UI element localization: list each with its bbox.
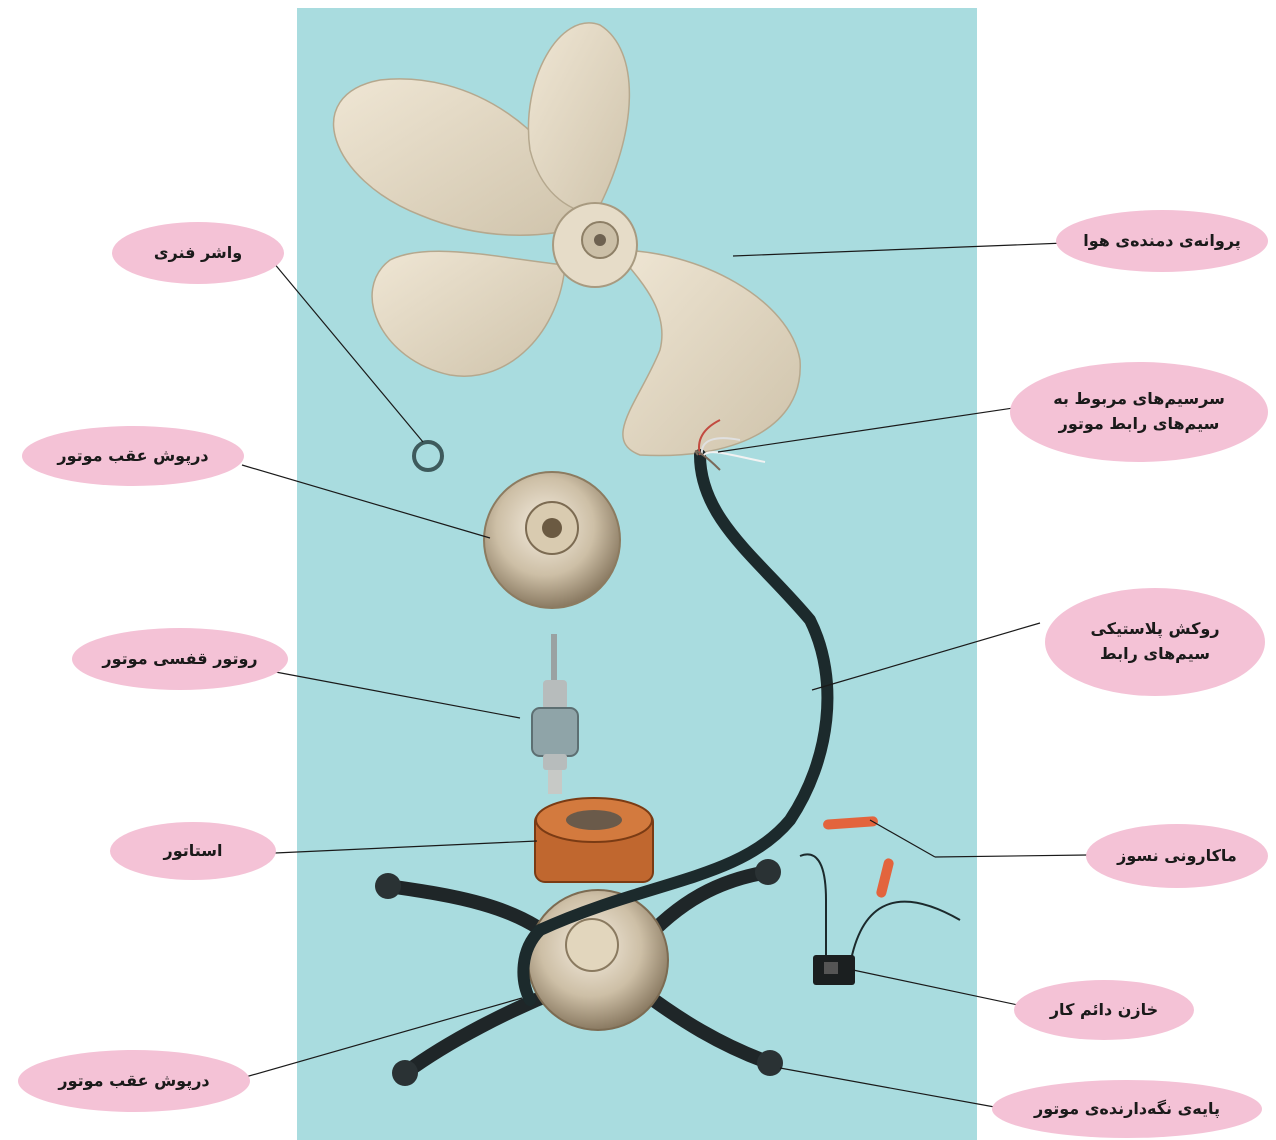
- label-plastic-sheath: روکش پلاستیکی سیم‌های رابط: [1045, 588, 1265, 696]
- label-spring-washer-text: واشر فنری: [154, 241, 242, 266]
- label-run-capacitor: خازن دائم کار: [1014, 980, 1194, 1040]
- label-rear-cover-bottom-text: درپوش عقب موتور: [58, 1069, 209, 1094]
- label-heat-shrink-text: ماکارونی نسوز: [1117, 844, 1237, 869]
- rear-cover-part: [484, 472, 620, 608]
- label-rear-cover-bottom: درپوش عقب موتور: [18, 1050, 250, 1112]
- label-run-capacitor-text: خازن دائم کار: [1050, 998, 1158, 1023]
- label-plastic-sheath-line1: روکش پلاستیکی: [1090, 617, 1219, 642]
- label-rear-cover-top: درپوش عقب موتور: [22, 426, 244, 486]
- label-support-base: پایه‌ی نگه‌دارنده‌ی موتور: [992, 1080, 1262, 1138]
- label-wire-terminals-line1: سرسیم‌های مربوط به: [1053, 387, 1225, 412]
- label-wire-terminals: سرسیم‌های مربوط به سیم‌های رابط موتور: [1010, 362, 1268, 462]
- label-plastic-sheath-lines: روکش پلاستیکی سیم‌های رابط: [1090, 617, 1219, 667]
- label-stator-text: استاتور: [164, 839, 223, 864]
- label-rotor-text: روتور قفسی موتور: [102, 647, 257, 672]
- label-fan-blade: پروانه‌ی دمنده‌ی هوا: [1056, 210, 1268, 272]
- label-rear-cover-top-text: درپوش عقب موتور: [57, 444, 208, 469]
- label-wire-terminals-line2: سیم‌های رابط موتور: [1053, 412, 1225, 437]
- label-stator: استاتور: [110, 822, 276, 880]
- label-wire-terminals-lines: سرسیم‌های مربوط به سیم‌های رابط موتور: [1053, 387, 1225, 437]
- stator-part: [535, 798, 653, 882]
- label-support-base-text: پایه‌ی نگه‌دارنده‌ی موتور: [1034, 1097, 1220, 1122]
- label-fan-blade-text: پروانه‌ی دمنده‌ی هوا: [1083, 229, 1241, 254]
- label-rotor: روتور قفسی موتور: [72, 628, 288, 690]
- label-spring-washer: واشر فنری: [112, 222, 284, 284]
- label-plastic-sheath-line2: سیم‌های رابط: [1090, 642, 1219, 667]
- label-heat-shrink: ماکارونی نسوز: [1086, 824, 1268, 888]
